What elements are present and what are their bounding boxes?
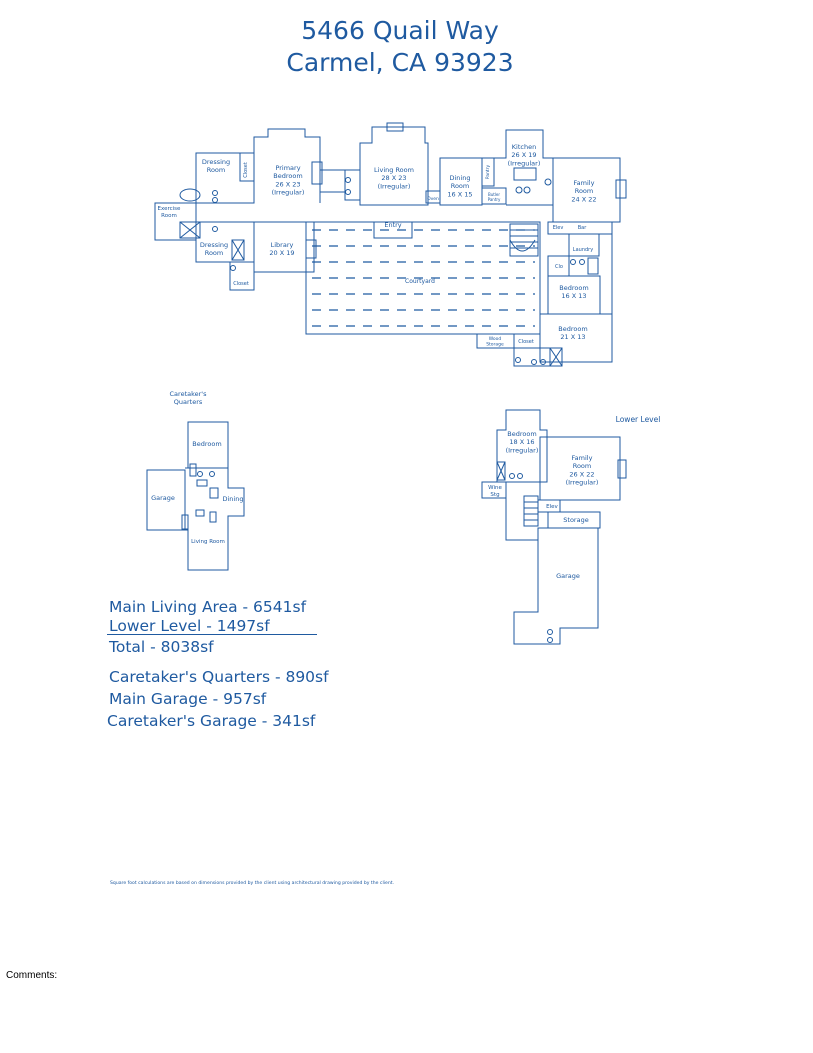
ct-garage-walls <box>146 469 186 531</box>
kitchen-island <box>513 167 537 181</box>
closet-2-walls <box>229 261 255 291</box>
pantry-walls <box>481 157 495 187</box>
label-closet-1: Closet <box>243 162 249 178</box>
comments-label: Comments: <box>6 970 58 981</box>
summary-lower-level: Lower Level - 1497sf <box>109 617 270 635</box>
ll-fireplace <box>617 459 627 479</box>
summary-total: Total - 8038sf <box>109 638 214 656</box>
label-clo: Clo <box>555 264 563 270</box>
primary-fireplace <box>311 161 323 185</box>
caretaker-plan <box>146 421 245 571</box>
label-oven: Oven <box>427 196 439 202</box>
summary-caretakers-garage: Caretaker's Garage - 341sf <box>107 712 316 730</box>
ct-living-walls <box>185 467 245 571</box>
laundry-walls <box>568 233 600 257</box>
summary-main-living: Main Living Area - 6541sf <box>109 598 307 616</box>
label-ct-dining: Dining <box>223 495 244 503</box>
label-ct-living-room: Living Room <box>191 539 225 545</box>
disclaimer-text: Square foot calculations are based on di… <box>110 881 395 886</box>
ll-stair <box>523 495 539 527</box>
label-ll-storage: Storage <box>563 516 588 524</box>
tub-fixture <box>179 188 201 202</box>
living-fireplace <box>386 122 404 132</box>
summary-divider <box>107 634 317 635</box>
shower-fixture <box>179 221 201 239</box>
family-fireplace <box>615 179 627 199</box>
label-closet-2: Closet <box>233 281 249 287</box>
label-ll-garage: Garage <box>556 572 580 580</box>
summary-caretakers-quarters: Caretaker's Quarters - 890sf <box>109 668 329 686</box>
label-elev: Elev <box>553 225 564 231</box>
family-room-walls <box>552 157 621 223</box>
label-ct-bedroom: Bedroom <box>192 440 221 448</box>
library-walls <box>253 221 315 273</box>
fixtures-main <box>212 177 585 365</box>
label-closet-3: Closet <box>518 339 534 345</box>
courtyard-pool-pattern <box>312 229 535 327</box>
summary-main-garage: Main Garage - 957sf <box>109 690 267 708</box>
butler-pantry-walls <box>481 187 507 205</box>
label-lower-level: Lower Level <box>616 415 661 424</box>
label-entry: Entry <box>384 221 401 229</box>
ll-garage-walls <box>505 498 599 645</box>
entry-walls <box>373 222 413 239</box>
ll-bedroom-walls <box>496 409 548 483</box>
ll-wine-walls <box>481 481 507 499</box>
label-ct-garage: Garage <box>151 494 175 502</box>
ll-family-walls <box>539 436 621 501</box>
address-line-2: Carmel, CA 93923 <box>286 48 514 77</box>
living-room-walls <box>359 126 429 206</box>
label-pantry: Pantry <box>485 164 491 179</box>
label-courtyard: Courtyard <box>405 278 435 285</box>
label-bar: Bar <box>578 225 587 231</box>
label-laundry: Laundry <box>573 247 593 253</box>
label-ll-elev: Elev <box>546 504 558 510</box>
courtyard-outline <box>305 221 541 335</box>
address-line-1: 5466 Quail Way <box>301 16 499 45</box>
main-floor-plan <box>154 122 627 367</box>
primary-bedroom-walls <box>253 128 321 203</box>
lower-level-plan <box>481 409 627 645</box>
